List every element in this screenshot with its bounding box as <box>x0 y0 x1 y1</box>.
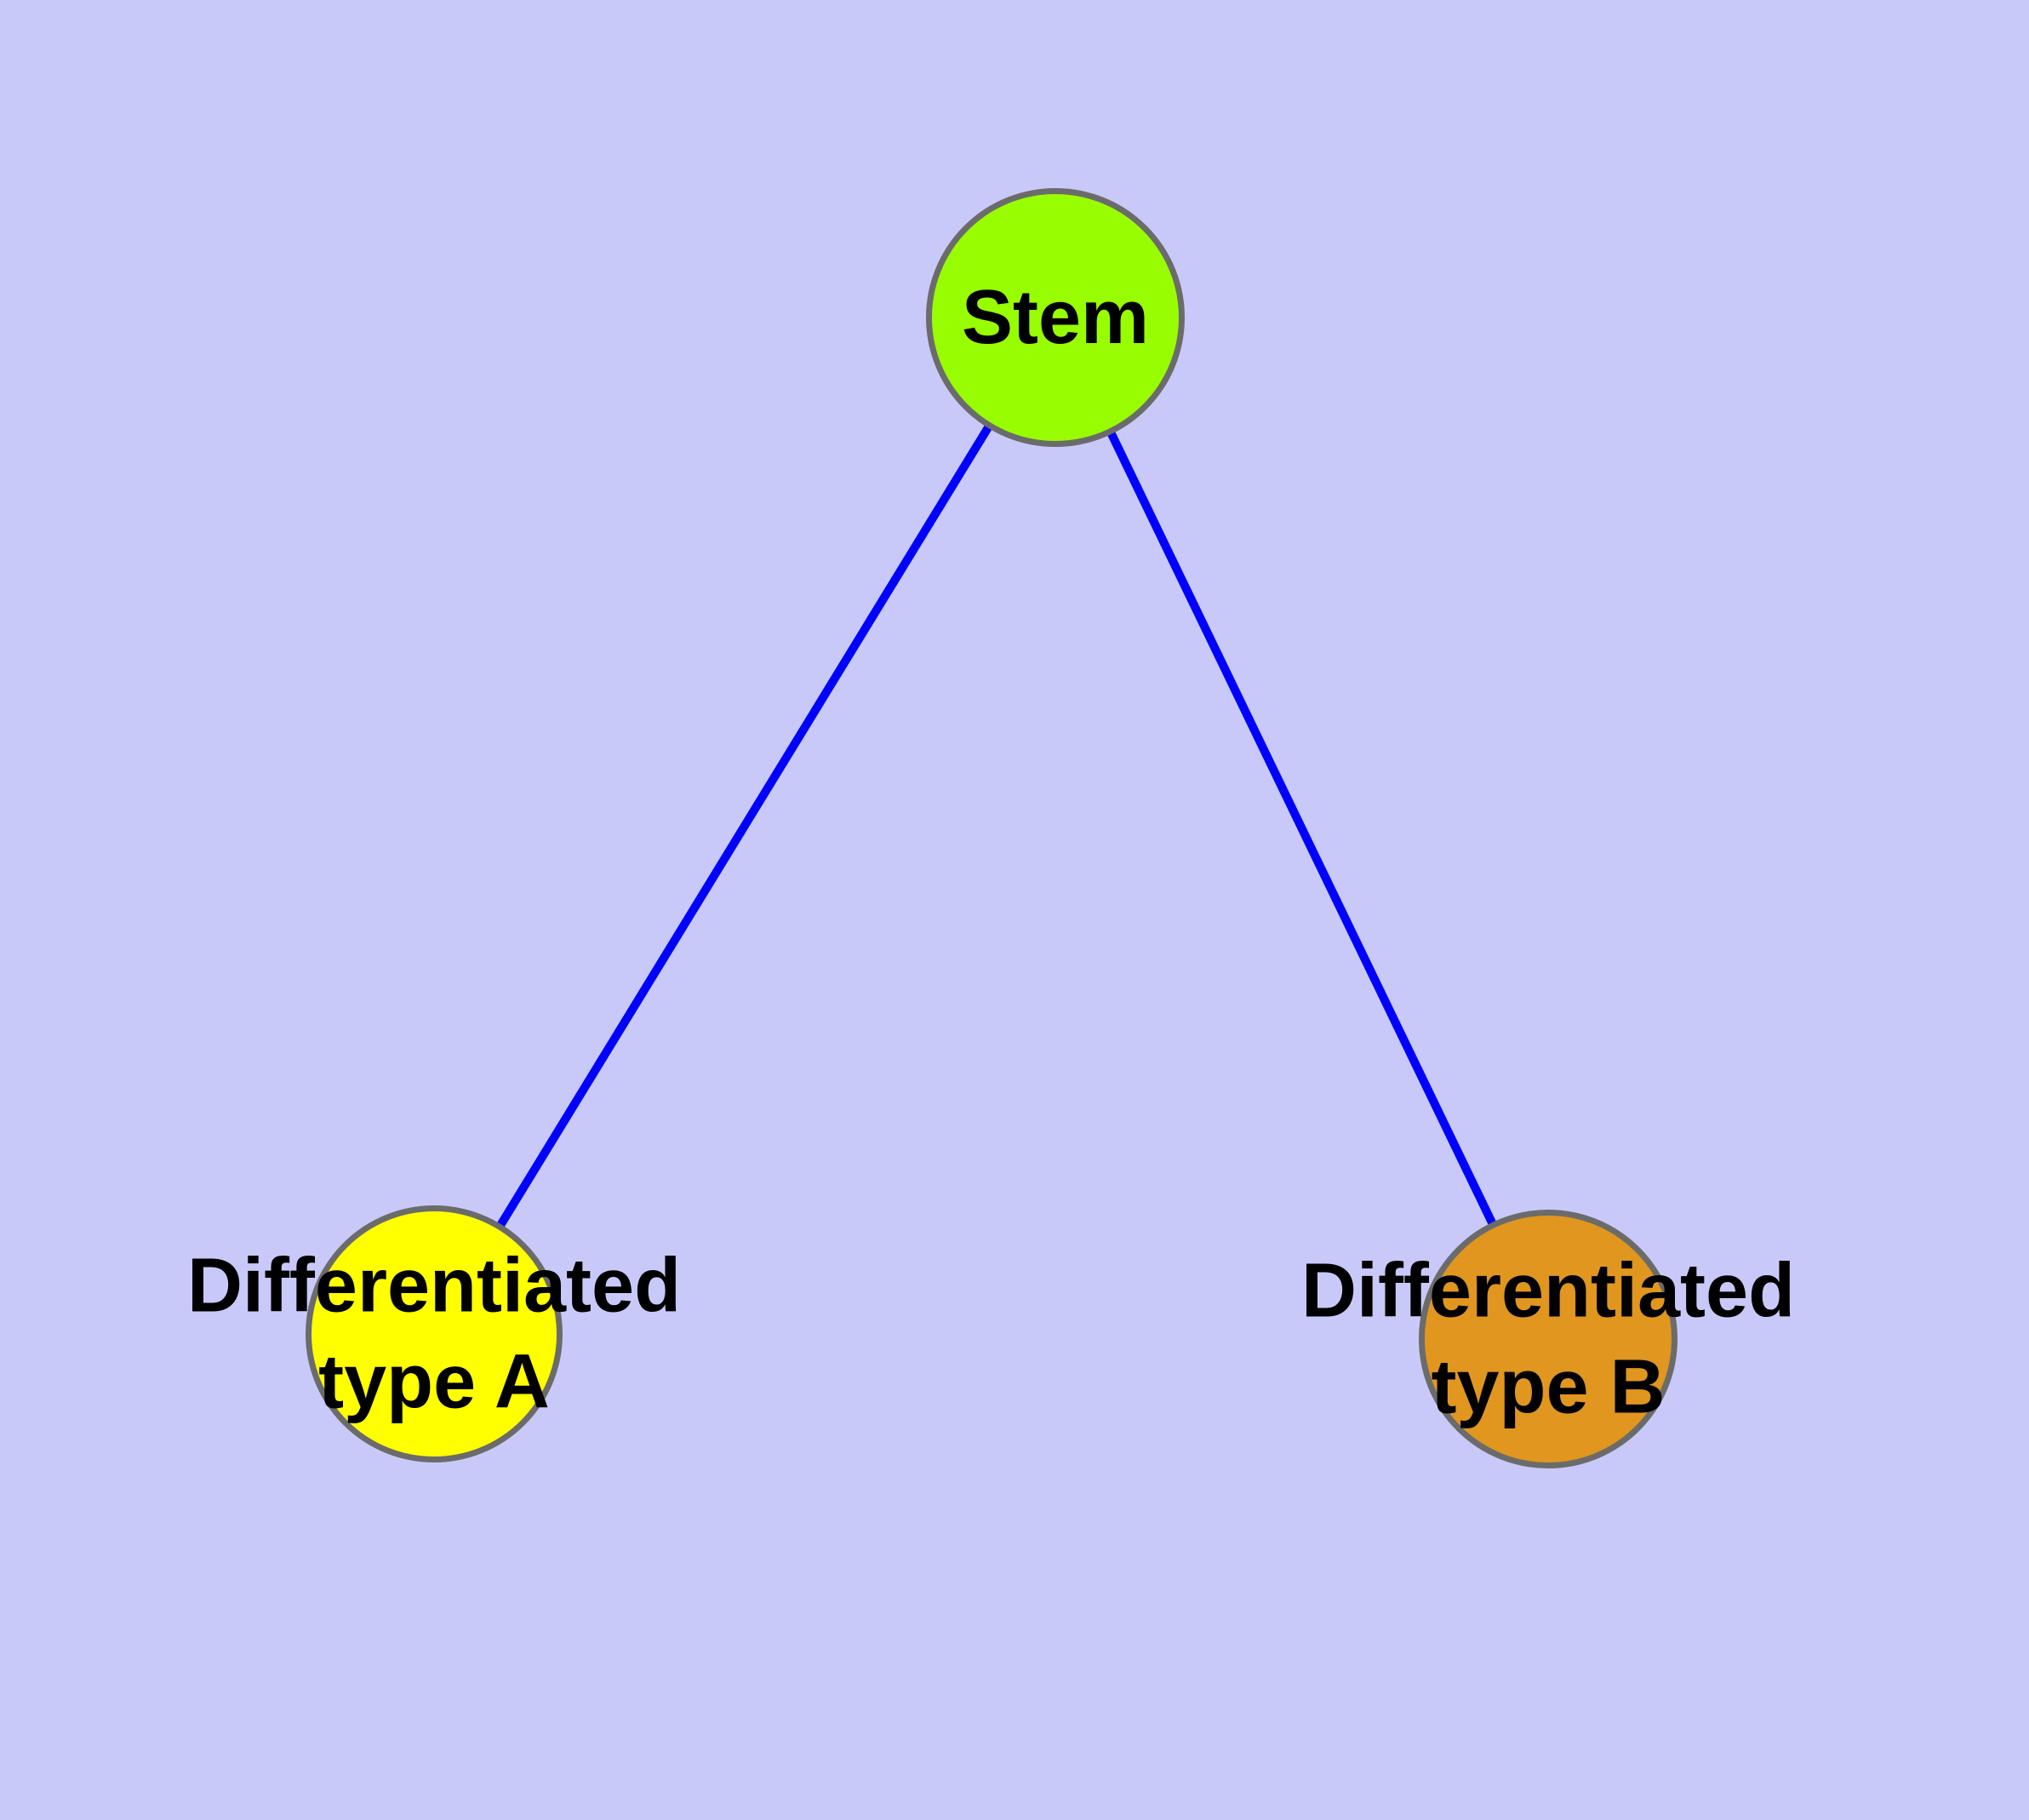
node-differentiated-type-a-label: Differentiated type A <box>187 1239 681 1430</box>
edge-stem-to-type-b <box>1051 315 1552 1342</box>
node-stem-label-line: Stem <box>961 274 1150 360</box>
node-stem: Stem <box>926 188 1185 447</box>
node-differentiated-type-a: Differentiated type A <box>187 1205 681 1462</box>
node-differentiated-type-a-label-line1: Differentiated <box>186 1243 682 1329</box>
node-differentiated-type-b: Differentiated type B <box>1301 1210 1795 1468</box>
node-differentiated-type-b-label-line1: Differentiated <box>1300 1248 1796 1334</box>
node-stem-label: Stem <box>962 270 1149 366</box>
node-differentiated-type-a-label-line2: type A <box>318 1339 550 1424</box>
node-differentiated-type-b-label-line2: type B <box>1431 1344 1666 1429</box>
node-differentiated-type-b-label: Differentiated type B <box>1301 1244 1795 1435</box>
edge-stem-to-type-a <box>430 315 1060 1336</box>
